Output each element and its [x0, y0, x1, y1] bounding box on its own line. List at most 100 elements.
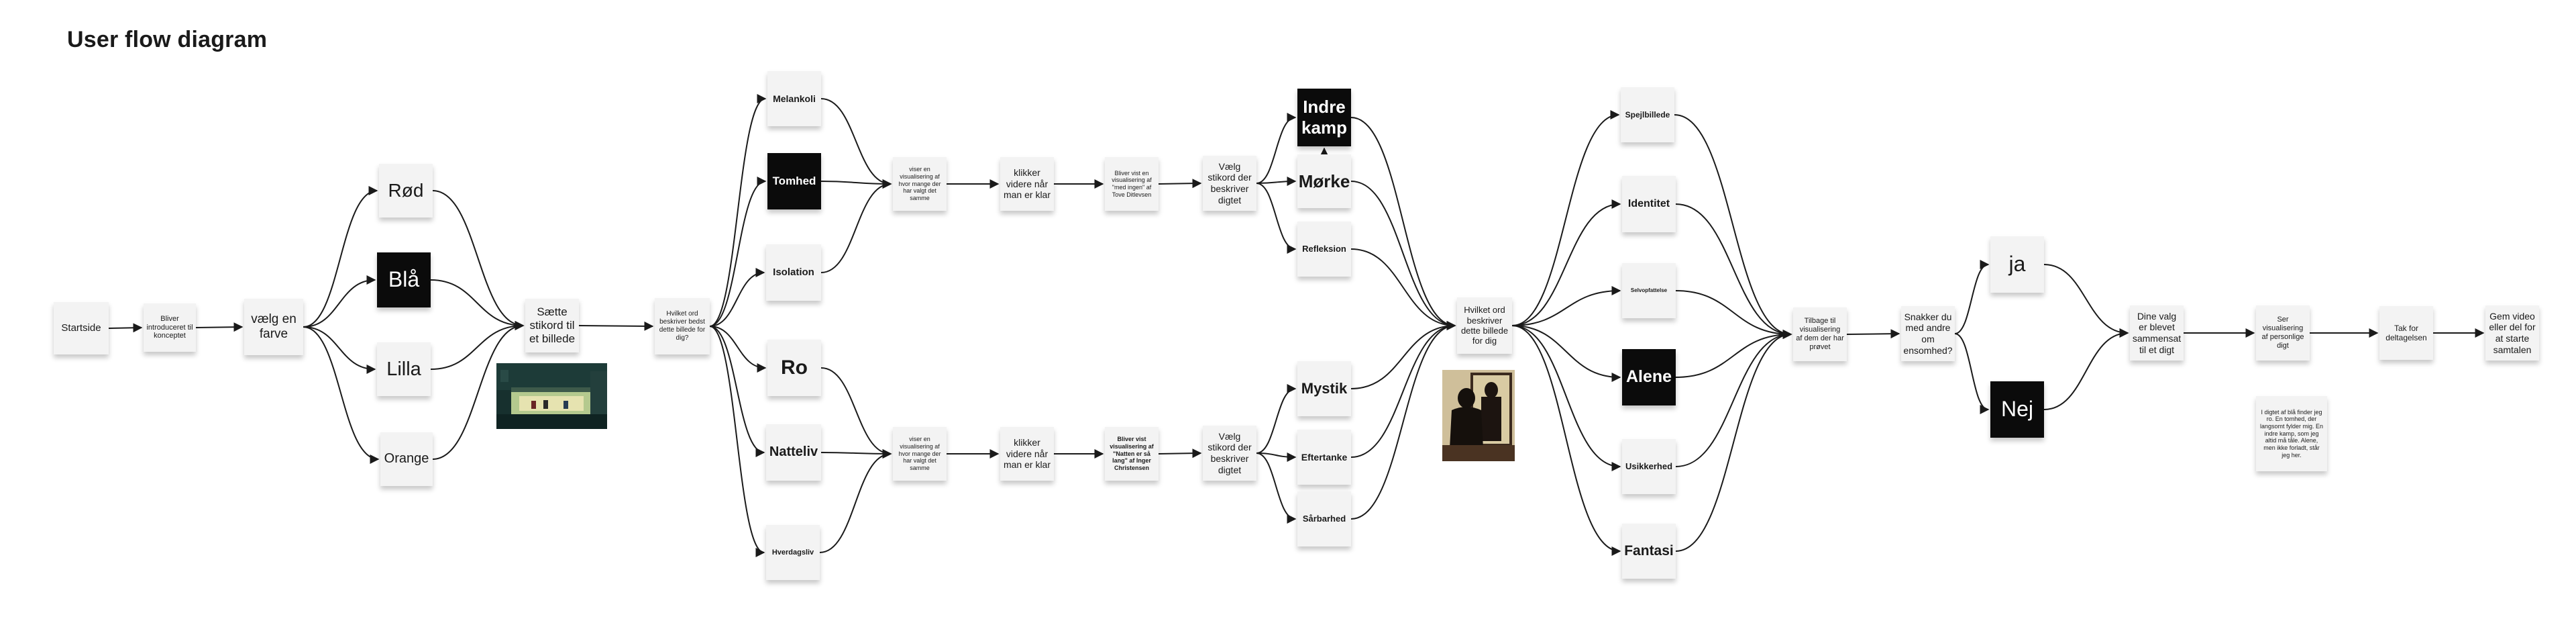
- connector-hvilket-ord-2-to-usikkerhed: [1511, 325, 1621, 471]
- sticky-note-indre-kamp[interactable]: Indre kamp: [1297, 89, 1351, 146]
- sticky-note-note-digt[interactable]: I digtet af blå finder jeg ro. En tomhed…: [2256, 396, 2327, 471]
- sticky-note-snakker-du[interactable]: Snakker du med andre om ensomhed?: [1901, 306, 1955, 361]
- connector-introduceret-to-vaelg-farve: [195, 322, 244, 332]
- connector-spejlbillede-to-tilbage-til: [1674, 114, 1792, 339]
- connector-orange-to-saette-stikord: [432, 321, 525, 460]
- connector-hvilket-ord-2-to-selvopfattelse: [1511, 286, 1621, 326]
- sticky-note-ser-visualisering[interactable]: Ser visualisering af personlige digt: [2256, 305, 2310, 361]
- connector-hverdagsliv-to-viser-visualisering-2: [819, 449, 892, 553]
- connector-hvilket-ord-1-to-natteliv: [709, 326, 765, 457]
- connector-sarbarhed-to-hvilket-ord-2: [1350, 321, 1456, 520]
- sticky-note-spejlbillede[interactable]: Spejlbillede: [1621, 87, 1674, 142]
- connector-ro-to-viser-visualisering-2: [820, 367, 892, 459]
- connector-vaelg-stikord-1-to-refleksion: [1256, 183, 1297, 254]
- connector-vaelg-stikord-2-to-sarbarhed: [1256, 452, 1297, 524]
- connector-vaelg-stikord-2-to-mystik: [1256, 384, 1297, 454]
- connector-vaelg-stikord-1-to-indre-kamp: [1256, 113, 1297, 184]
- connector-hvilket-ord-1-to-hverdagsliv: [709, 326, 765, 557]
- sticky-note-fantasi[interactable]: Fantasi: [1622, 524, 1676, 579]
- connector-vaelg-stikord-2-to-eftertanke: [1256, 452, 1297, 462]
- sticky-note-hvilket-ord-1[interactable]: Hvilket ord beskriver bedst dette billed…: [655, 298, 710, 354]
- connector-identitet-to-tilbage-til: [1675, 203, 1792, 339]
- sticky-note-vaelg-stikord-1[interactable]: Vælg stikord der beskriver digtet: [1203, 156, 1256, 211]
- connector-vaelg-farve-to-bla: [303, 275, 376, 328]
- connector-vaelg-stikord-1-to-morke: [1256, 177, 1297, 187]
- sticky-note-isolation[interactable]: Isolation: [766, 244, 821, 301]
- sticky-note-gem-video[interactable]: Gem video eller del for at starte samtal…: [2485, 305, 2539, 361]
- connector-vaelg-farve-to-orange: [303, 326, 380, 464]
- connector-eftertanke-to-hvilket-ord-2: [1350, 321, 1456, 458]
- sticky-note-tak-for[interactable]: Tak for deltagelsen: [2379, 306, 2433, 360]
- connector-nej-to-dine-valg: [2043, 328, 2129, 410]
- connector-mystik-to-hvilket-ord-2: [1350, 321, 1456, 389]
- connector-vaelg-farve-to-lilla: [303, 326, 376, 374]
- sticky-note-hverdagsliv[interactable]: Hverdagsliv: [766, 525, 820, 580]
- figure-before-mirror-painting-icon: [1442, 370, 1515, 461]
- connector-hvilket-ord-1-to-melankoli: [709, 94, 767, 327]
- connector-hvilket-ord-2-to-fantasi: [1511, 325, 1621, 556]
- sticky-note-orange[interactable]: Orange: [380, 432, 433, 486]
- connector-hvilket-ord-2-to-alene: [1511, 325, 1621, 382]
- sticky-note-usikkerhed[interactable]: Usikkerhed: [1622, 439, 1676, 494]
- page-title: User flow diagram: [67, 27, 268, 52]
- sticky-note-tilbage-til[interactable]: Tilbage til visualisering af dem der har…: [1793, 307, 1847, 361]
- connector-digt-2-to-vaelg-stikord-2: [1158, 448, 1202, 459]
- connector-fantasi-to-tilbage-til: [1675, 330, 1792, 552]
- connector-natteliv-to-viser-visualisering-2: [820, 448, 892, 459]
- sticky-note-ja[interactable]: ja: [1990, 236, 2044, 293]
- connector-vaelg-farve-to-rod: [303, 186, 378, 328]
- connector-refleksion-to-hvilket-ord-2: [1350, 248, 1456, 330]
- sticky-note-vaelg-stikord-2[interactable]: Vælg stikord der beskriver digtet: [1203, 426, 1256, 481]
- sticky-note-introduceret[interactable]: Bliver introduceret til konceptet: [144, 303, 196, 352]
- connector-snakker-du-to-nej: [1954, 333, 1990, 414]
- connector-indre-kamp-to-hvilket-ord-2: [1350, 117, 1456, 330]
- sticky-note-selvopfattelse[interactable]: Selvopfattelse: [1622, 263, 1676, 318]
- connector-hvilket-ord-2-to-spejlbillede: [1511, 110, 1620, 326]
- sticky-note-viser-visualisering-1[interactable]: viser en visualisering af hvor mange der…: [893, 157, 947, 211]
- sticky-note-lilla[interactable]: Lilla: [377, 342, 431, 396]
- sticky-note-klikker-videre-1[interactable]: klikker videre når man er klar: [1000, 157, 1054, 211]
- connector-digt-1-to-vaelg-stikord-1: [1158, 179, 1202, 189]
- sticky-note-eftertanke[interactable]: Eftertanke: [1297, 430, 1351, 485]
- sticky-note-digt-1[interactable]: Bliver vist en visualisering af "med ing…: [1105, 157, 1159, 211]
- connector-tomhed-to-viser-visualisering-1: [820, 179, 892, 189]
- connector-lilla-to-saette-stikord: [430, 321, 525, 370]
- sticky-note-bla[interactable]: Blå: [377, 252, 431, 307]
- connector-morke-to-hvilket-ord-2: [1350, 181, 1456, 330]
- connector-ja-to-dine-valg: [2043, 264, 2129, 338]
- connector-isolation-to-viser-visualisering-1: [820, 179, 892, 273]
- sticky-note-natteliv[interactable]: Natteliv: [766, 424, 821, 481]
- night-diner-painting-icon: [496, 363, 607, 429]
- sticky-note-identitet[interactable]: Identitet: [1622, 176, 1676, 232]
- connector-usikkerhed-to-tilbage-til: [1675, 330, 1792, 467]
- connector-hvilket-ord-1-to-ro: [709, 326, 767, 373]
- connector-hvilket-ord-1-to-isolation: [709, 268, 765, 327]
- sticky-note-rod[interactable]: Rød: [379, 164, 433, 218]
- sticky-note-saette-stikord[interactable]: Sætte stikord til et billede: [525, 299, 579, 352]
- sticky-note-startside[interactable]: Startside: [54, 302, 109, 354]
- sticky-note-mystik[interactable]: Mystik: [1297, 361, 1351, 416]
- connector-rod-to-saette-stikord: [432, 190, 525, 330]
- connector-bla-to-saette-stikord: [430, 279, 525, 330]
- sticky-note-hvilket-ord-2[interactable]: Hvilket ord beskriver dette billede for …: [1457, 297, 1512, 354]
- connector-hvilket-ord-1-to-tomhed: [709, 177, 767, 327]
- sticky-note-alene[interactable]: Alene: [1622, 349, 1676, 405]
- connector-selvopfattelse-to-tilbage-til: [1675, 290, 1792, 339]
- sticky-note-sarbarhed[interactable]: Sårbarhed: [1297, 491, 1351, 546]
- connector-snakker-du-to-ja: [1954, 260, 1990, 334]
- sticky-note-ro[interactable]: Ro: [767, 340, 821, 396]
- sticky-note-melankoli[interactable]: Melankoli: [767, 71, 821, 126]
- sticky-note-dine-valg[interactable]: Dine valg er blevet sammensat til et dig…: [2130, 305, 2184, 361]
- sticky-note-morke[interactable]: Mørke: [1297, 154, 1351, 208]
- sticky-note-tomhed[interactable]: Tomhed: [767, 153, 821, 209]
- sticky-note-klikker-videre-2[interactable]: klikker videre når man er klar: [1000, 427, 1054, 481]
- sticky-note-vaelg-farve[interactable]: vælg en farve: [244, 299, 303, 355]
- sticky-note-digt-2[interactable]: Bliver vist visualisering af "Natten er …: [1105, 427, 1159, 481]
- connector-hvilket-ord-2-to-identitet: [1511, 199, 1621, 326]
- sticky-note-nej[interactable]: Nej: [1990, 381, 2044, 438]
- sticky-note-refleksion[interactable]: Refleksion: [1297, 222, 1351, 277]
- connector-melankoli-to-viser-visualisering-1: [820, 98, 892, 189]
- sticky-note-viser-visualisering-2[interactable]: viser en visualisering af hvor mange der…: [893, 427, 947, 481]
- connector-alene-to-tilbage-til: [1675, 330, 1792, 378]
